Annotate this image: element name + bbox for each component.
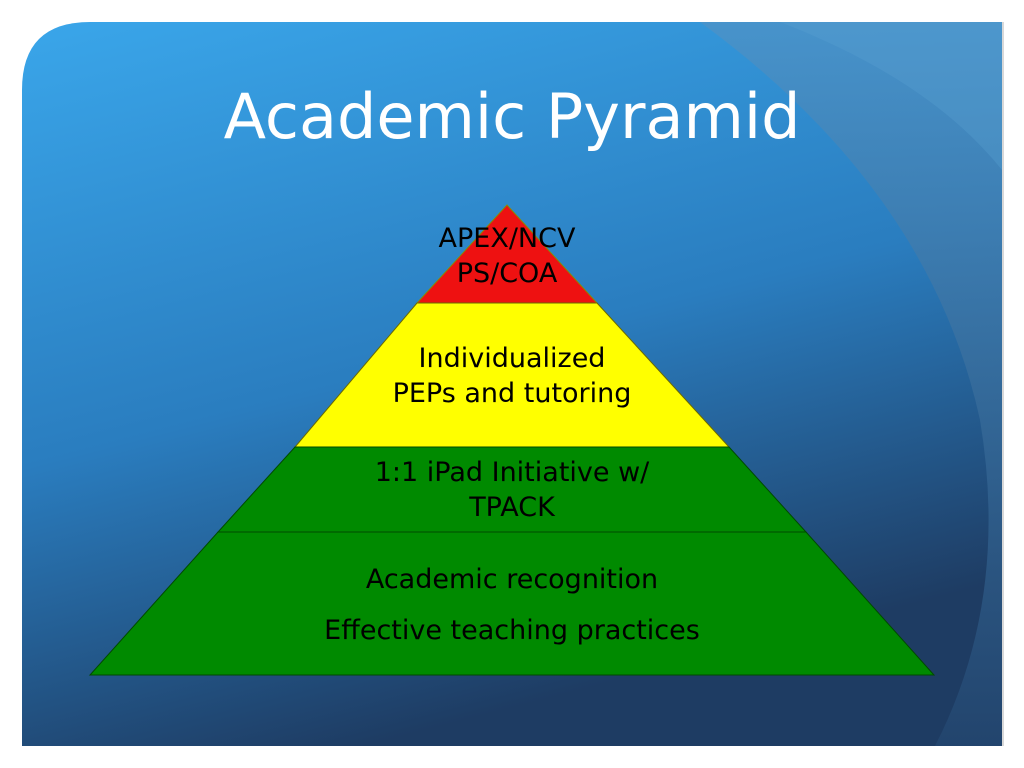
background-swoosh-highlight xyxy=(780,22,1002,170)
apex-label-line1: APEX/NCV xyxy=(439,223,576,254)
pyramid xyxy=(88,204,936,676)
pyramid-labels: APEX/NCV PS/COA Individualized PEPs and … xyxy=(324,223,700,646)
background-swoosh xyxy=(700,22,1002,746)
individualized-label-line1: Individualized xyxy=(419,343,606,374)
apex-label-line2: PS/COA xyxy=(457,258,558,289)
pyramid-tier-foundation xyxy=(88,531,936,676)
foundation-label-line1: Academic recognition xyxy=(366,564,658,595)
ipad-label-line2: TPACK xyxy=(468,492,556,523)
individualized-label-line2: PEPs and tutoring xyxy=(393,378,632,409)
ipad-label-line1: 1:1 iPad Initiative w/ xyxy=(375,457,650,488)
slide-title: Academic Pyramid xyxy=(224,80,801,153)
foundation-label-line2: Effective teaching practices xyxy=(324,615,700,646)
